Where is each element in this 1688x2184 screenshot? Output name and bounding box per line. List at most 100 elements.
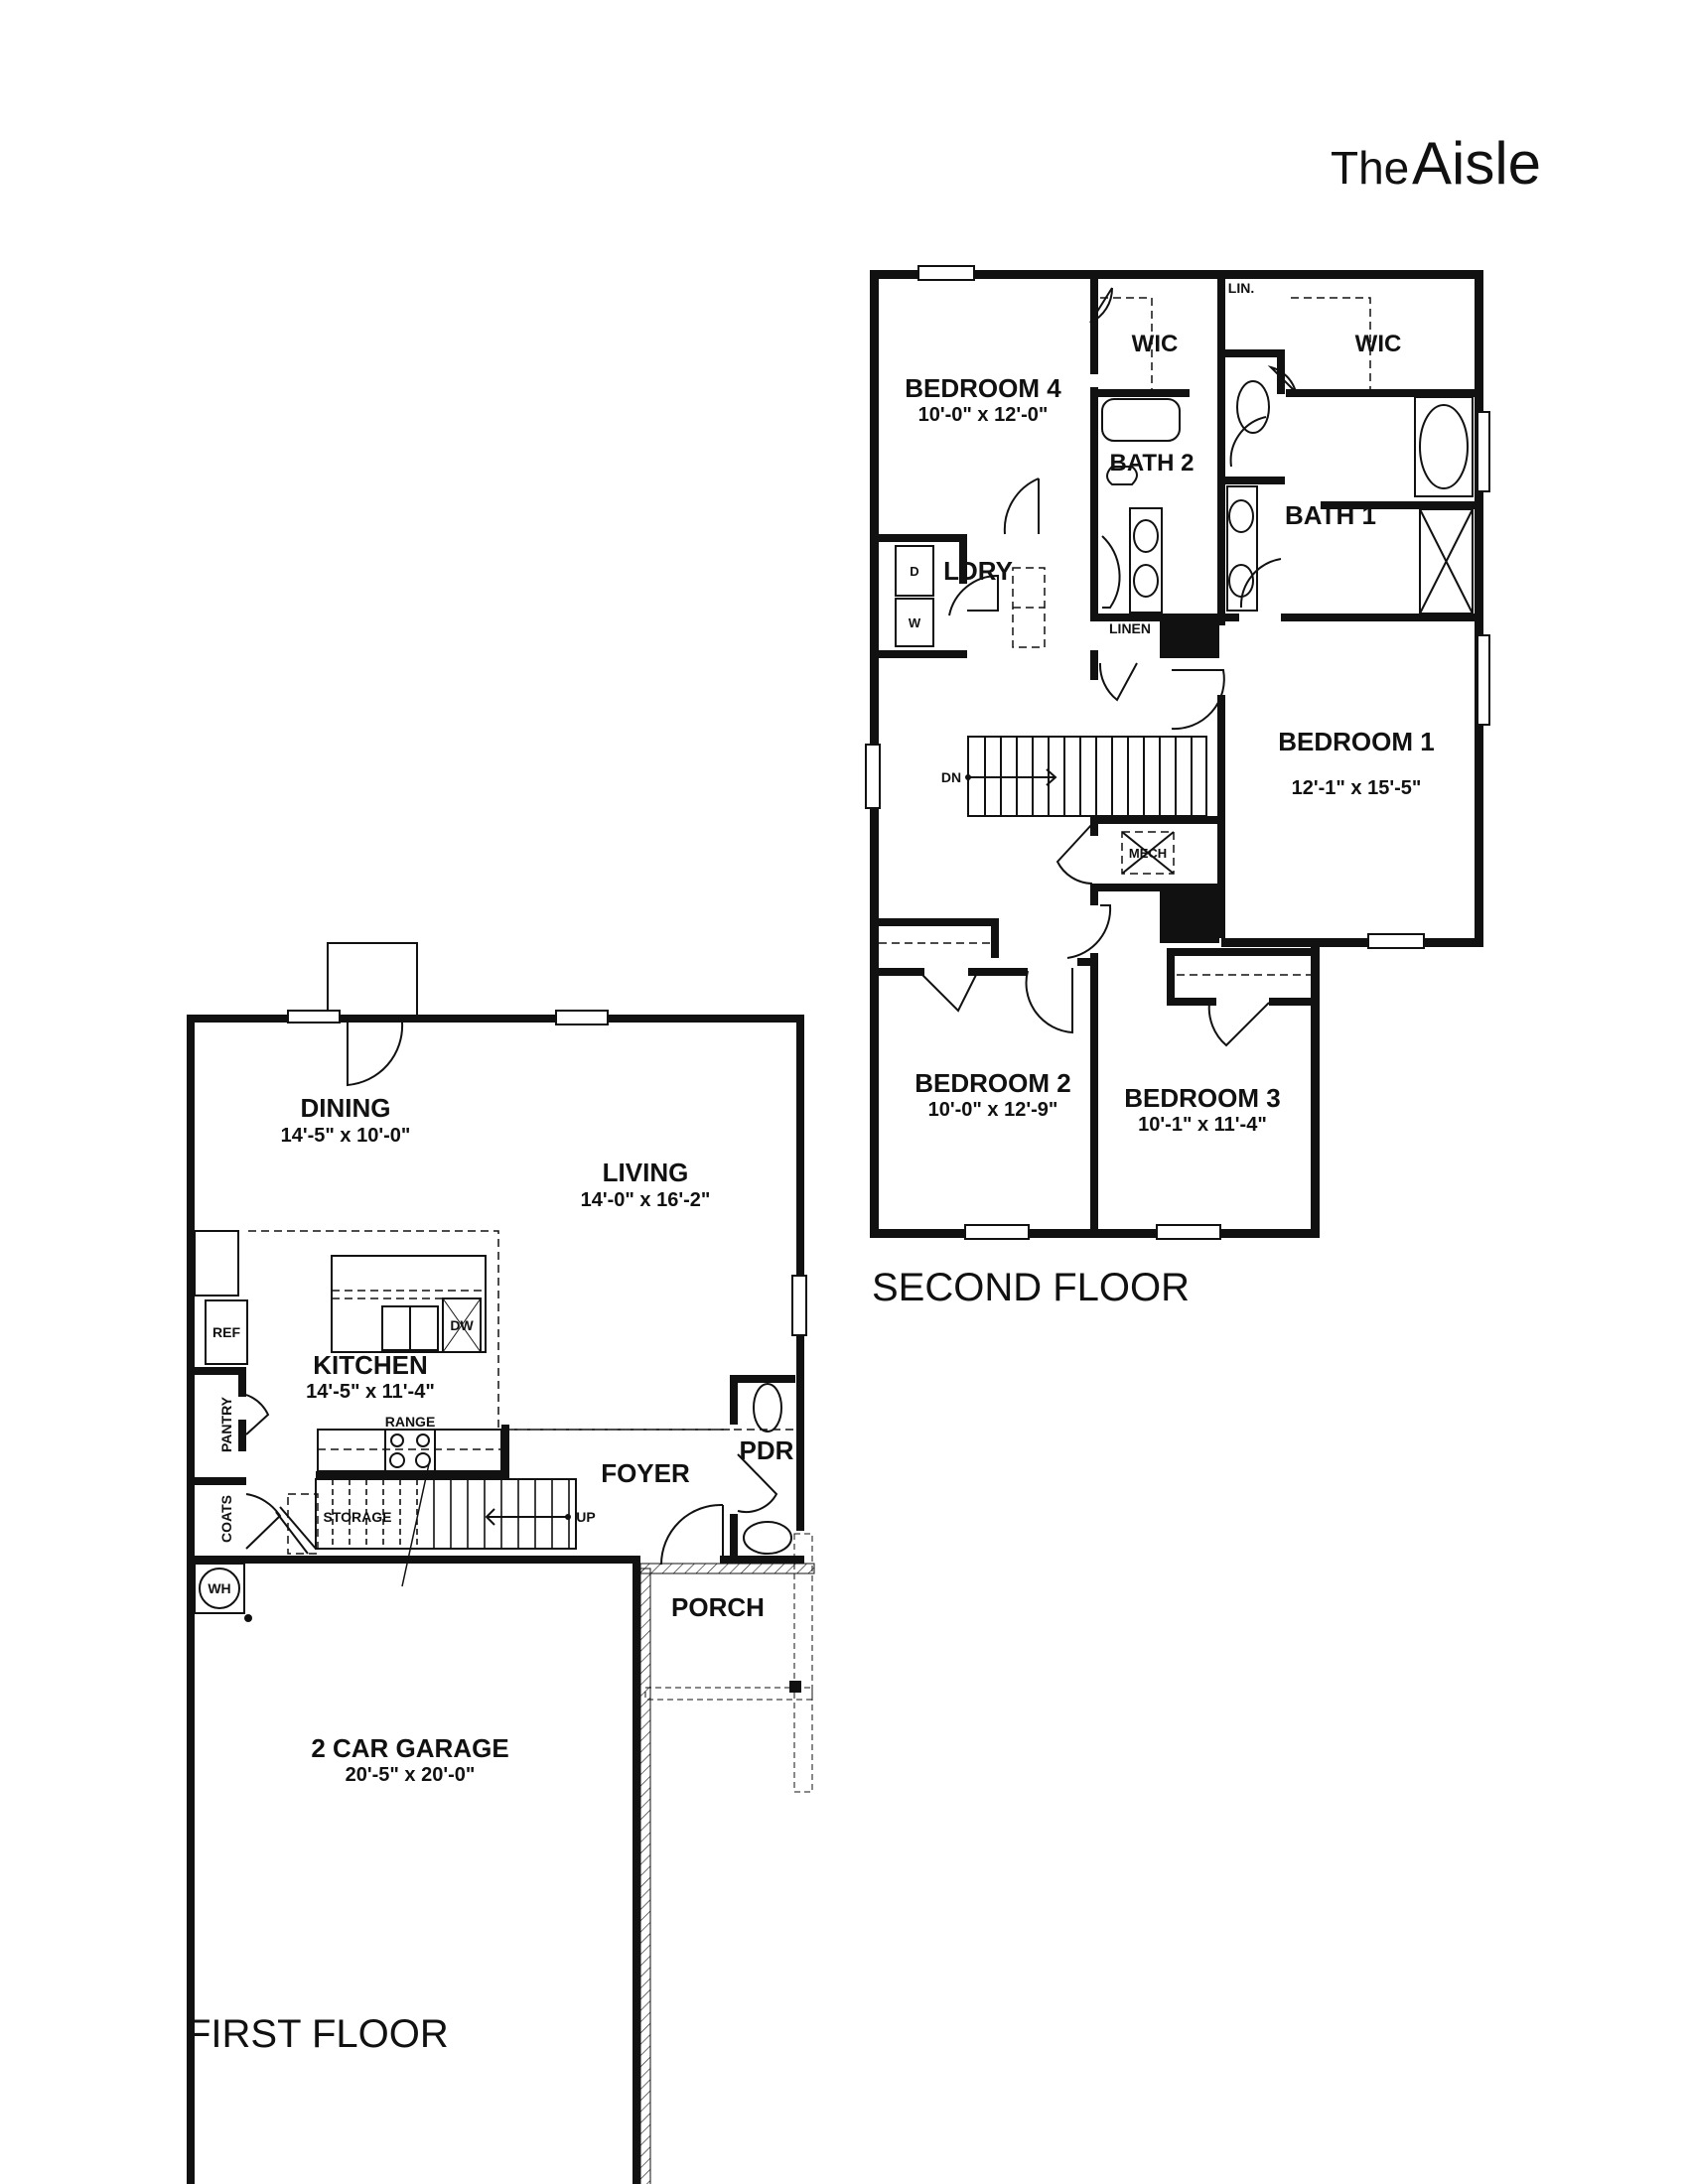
wall [316, 1471, 509, 1479]
door-swing [1089, 287, 1114, 324]
label-powder-room: PDR [740, 1435, 794, 1465]
wall [1090, 389, 1190, 397]
room-name-bedroom-1: BEDROOM 1 [1278, 727, 1434, 756]
wall [187, 1367, 246, 1375]
window [865, 744, 881, 809]
wall [1090, 816, 1098, 836]
door-swing [1025, 968, 1073, 1034]
wall [796, 1015, 804, 1531]
wall [870, 968, 924, 976]
tub-icon [1414, 396, 1474, 497]
toilet-icon [753, 1383, 782, 1433]
wall [870, 650, 967, 658]
label-washer: W [909, 615, 921, 630]
vanity-icon [1129, 507, 1163, 614]
wall [991, 918, 999, 958]
wall [238, 1420, 246, 1451]
refrigerator-icon [205, 1299, 248, 1365]
door-swing [275, 1506, 317, 1555]
sink-icon [1133, 519, 1159, 553]
wall [1090, 270, 1098, 374]
porch-post [789, 1681, 801, 1693]
room-name-garage: 2 CAR GARAGE [311, 1733, 508, 1763]
sink-icon [1228, 564, 1254, 598]
label-stairs-down: DN [941, 769, 961, 785]
room-name-kitchen: KITCHEN [313, 1350, 428, 1380]
room-name-dining: DINING [301, 1093, 391, 1123]
wall [1090, 387, 1098, 615]
wall [1221, 938, 1483, 947]
label-linen-closet: LIN. [1228, 280, 1254, 296]
label-range: RANGE [385, 1414, 436, 1430]
window [917, 265, 975, 281]
front-door-swing [660, 1503, 724, 1566]
second-floor-plan: BEDROOM 4 10'-0" x 12'-0" WIC WIC LIN. B… [865, 265, 1490, 1309]
wall [1286, 389, 1483, 397]
wall [720, 1556, 804, 1564]
wall [1475, 270, 1483, 947]
shower-icon [1419, 508, 1474, 614]
wall [1090, 884, 1098, 905]
door-swing [245, 1493, 282, 1550]
porch-column [793, 1533, 813, 1793]
label-linen: LINEN [1109, 620, 1151, 636]
sink-icon [743, 1521, 792, 1555]
label-coats: COATS [218, 1495, 234, 1543]
room-dims-living: 14'-0" x 16'-2" [581, 1189, 711, 1211]
plan-title: The Aisle [1331, 130, 1541, 197]
porch-edge [644, 1687, 813, 1701]
label-refrigerator: REF [212, 1324, 240, 1340]
wall [968, 968, 1028, 976]
dryer-icon [895, 545, 934, 597]
label-wic: WIC [1132, 331, 1179, 357]
label-storage: STORAGE [324, 1509, 392, 1525]
label-bath-1: BATH 1 [1285, 500, 1376, 530]
wall [187, 1477, 246, 1485]
label-mech: MECH [1129, 846, 1167, 861]
label-dryer: D [910, 564, 918, 579]
bump-out [327, 942, 418, 1019]
window [791, 1275, 807, 1336]
water-heater-box [194, 1563, 245, 1614]
hose-bib-icon [244, 1614, 252, 1622]
room-dims-dining: 14'-5" x 10'-0" [281, 1125, 411, 1147]
wall [1167, 948, 1175, 1003]
first-floor-plan: DINING 14'-5" x 10'-0" LIVING 14'-0" x 1… [187, 942, 815, 2184]
wall [1090, 953, 1098, 1238]
door-swing [948, 574, 999, 616]
door-swing [1055, 823, 1093, 885]
window [1367, 933, 1425, 949]
wall-chase [1160, 614, 1219, 658]
door-swing [347, 1022, 404, 1087]
door-swing [1207, 1002, 1270, 1047]
closet-shelf [1291, 297, 1371, 389]
door-swing [917, 970, 979, 1013]
wall [1269, 998, 1319, 1006]
label-wic: WIC [1355, 331, 1402, 357]
sink-icon [1228, 499, 1254, 533]
toilet-icon [1106, 466, 1138, 485]
wall [870, 918, 999, 926]
label-stairs-up: UP [576, 1509, 595, 1525]
label-dishwasher: DW [450, 1317, 474, 1333]
mech-unit [1121, 831, 1175, 875]
wall [870, 534, 967, 542]
toilet-icon [1236, 380, 1270, 434]
room-dims-kitchen: 14'-5" x 11'-4" [306, 1381, 435, 1403]
room-dims-bedroom-1: 12'-1" x 15'-5" [1292, 777, 1422, 799]
wall [238, 1367, 246, 1397]
door-swing [1066, 904, 1112, 959]
counter [194, 1230, 239, 1297]
wall [1217, 477, 1285, 484]
sink-icon [1133, 564, 1159, 598]
bathtub-icon [1101, 398, 1181, 442]
room-dims-garage: 20'-5" x 20'-0" [346, 1764, 476, 1786]
room-name-bedroom-3: BEDROOM 3 [1124, 1083, 1280, 1113]
wall [1217, 349, 1285, 357]
vanity-icon [1226, 485, 1258, 612]
wall [1167, 998, 1216, 1006]
label-bath-2: BATH 2 [1110, 450, 1195, 477]
room-dims-bedroom-2: 10'-0" x 12'-9" [928, 1099, 1058, 1121]
window [964, 1224, 1030, 1240]
